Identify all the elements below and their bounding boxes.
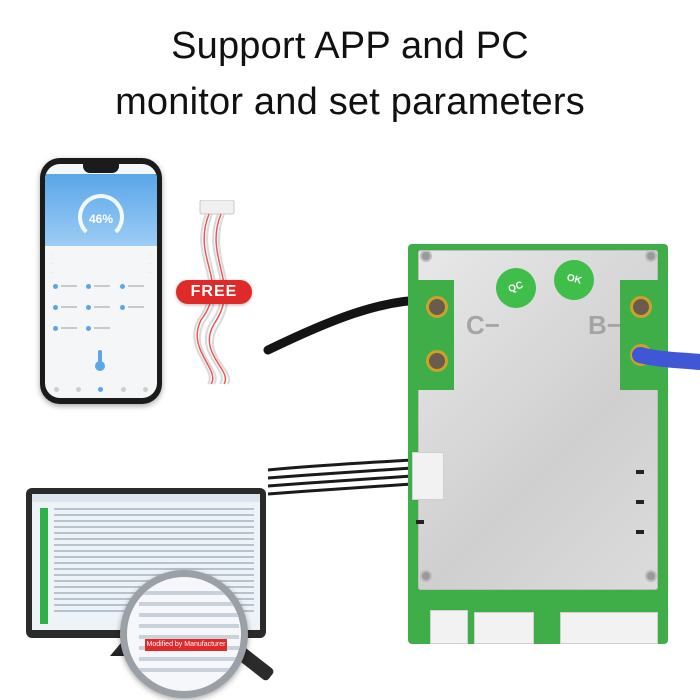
- screw: [420, 250, 432, 262]
- c-minus-pad: [426, 296, 448, 318]
- nav-dot[interactable]: [53, 387, 59, 392]
- battery-gauge-icon: [78, 194, 124, 240]
- free-cable-badge: FREE: [176, 280, 252, 304]
- screw: [645, 570, 657, 582]
- b-minus-pad: [630, 296, 652, 318]
- voltage-bar: [40, 508, 48, 624]
- app-screen: 46% ·· ·· ··: [45, 164, 157, 398]
- smartphone: 46% ·· ·· ··: [40, 158, 162, 404]
- app-status-cell[interactable]: [84, 324, 117, 338]
- headline-line-1: Support APP and PC: [171, 25, 529, 67]
- headline-line-2: monitor and set parameters: [115, 81, 585, 123]
- app-status-cell[interactable]: [84, 282, 117, 296]
- comm-connector: [474, 612, 534, 644]
- b-minus-label: B−: [588, 310, 622, 340]
- app-status-cell[interactable]: [84, 303, 117, 317]
- headline: Support APP and PC monitor and set param…: [0, 18, 700, 130]
- smd-component: [636, 530, 644, 534]
- app-status-cell[interactable]: [51, 324, 84, 338]
- nav-dot[interactable]: [143, 387, 149, 392]
- app-status-cell[interactable]: [118, 282, 151, 296]
- modified-tag: Modified by Manufacturer: [145, 639, 227, 651]
- balance-wire: [267, 474, 413, 488]
- app-info-rows: ·· ·· ··: [51, 252, 151, 275]
- smd-component: [636, 500, 644, 504]
- app-status-cell[interactable]: [118, 303, 151, 317]
- app-status-cell[interactable]: [51, 303, 84, 317]
- app-status-cell[interactable]: [51, 282, 84, 296]
- screw: [645, 250, 657, 262]
- balance-wire: [267, 458, 413, 472]
- app-bottom-nav: [45, 387, 157, 392]
- cell-connector: [560, 612, 658, 644]
- window-titlebar: [32, 494, 260, 502]
- nav-dot[interactable]: [76, 387, 82, 392]
- app-status-grid: [51, 282, 151, 338]
- nav-dot[interactable]: [120, 387, 126, 392]
- bms-heatsink: [418, 250, 658, 590]
- smd-component: [416, 520, 424, 524]
- c-minus-label: C−: [466, 310, 500, 340]
- smd-component: [636, 470, 644, 474]
- cable-coil: [193, 200, 235, 385]
- ntc-connector: [430, 610, 468, 644]
- app-header-panel: 46%: [45, 174, 157, 246]
- battery-percent: 46%: [88, 212, 114, 226]
- phone-notch: [83, 164, 119, 173]
- magnifier-lens: Modified by Manufacturer: [120, 570, 248, 698]
- balance-connector: [412, 452, 444, 500]
- screw: [420, 570, 432, 582]
- c-minus-pad: [426, 350, 448, 372]
- balance-wire: [267, 466, 413, 480]
- nav-dot-active[interactable]: [98, 387, 104, 392]
- balance-wire: [267, 482, 413, 496]
- thermometer-icon: [93, 350, 107, 371]
